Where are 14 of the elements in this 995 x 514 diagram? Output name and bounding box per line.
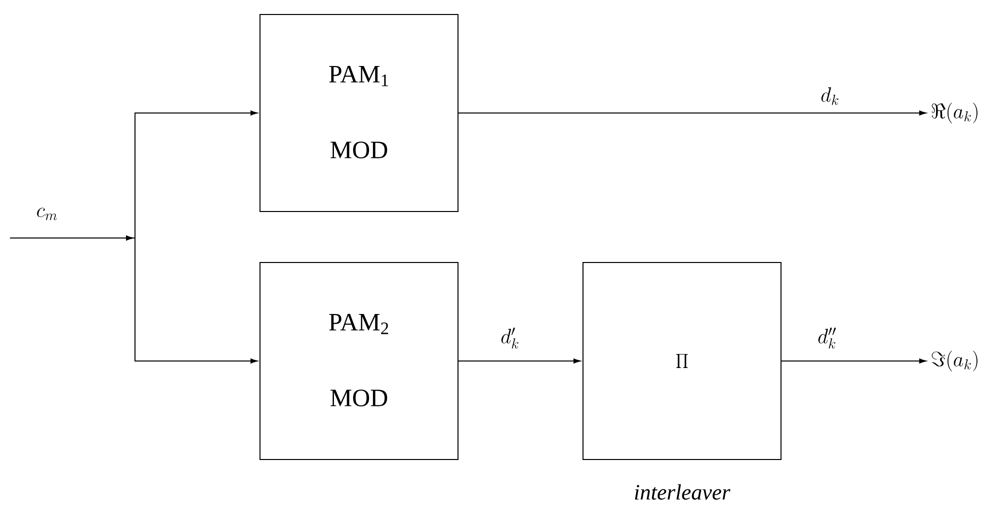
edge-label: $d''_k$ [818, 328, 836, 348]
edge-label: $d'_k$ [501, 328, 518, 348]
block-box: PAM$_{1}$ MOD [260, 14, 458, 212]
edge-label: $d_k$ [821, 87, 838, 105]
block-box: PAM$_{2}$ MOD [260, 262, 458, 460]
output-label: $\Re(a_k)$ [932, 102, 978, 124]
arrow [10, 236, 258, 364]
edge-label: $c_m$ [37, 208, 57, 220]
block-caption: interleaver [634, 484, 730, 500]
output-label: $\Im(a_k)$ [932, 350, 978, 372]
arrow [458, 358, 580, 364]
arrow [458, 110, 926, 116]
arrow [781, 358, 926, 364]
block-box: $\prod$ [582, 262, 782, 460]
